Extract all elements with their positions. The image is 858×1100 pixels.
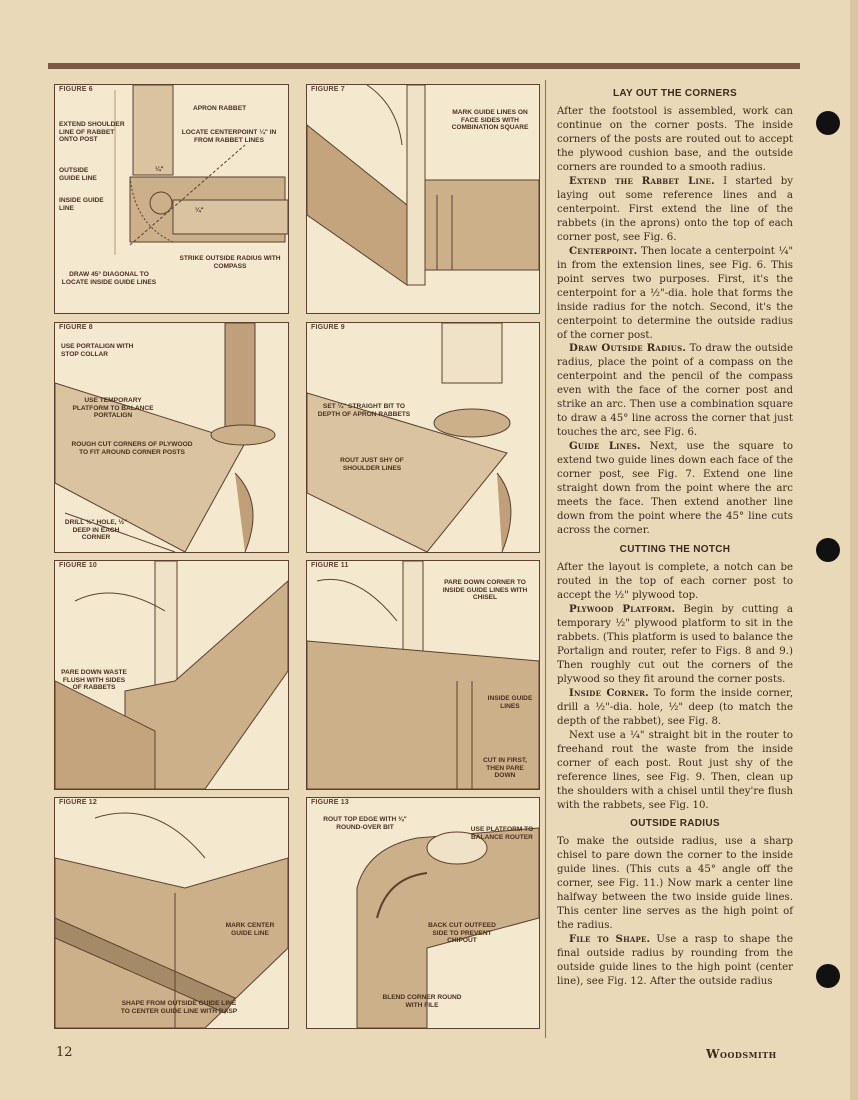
- callout-extend-shoulder: EXTEND SHOULDER LINE OF RABBET ONTO POST: [59, 121, 125, 144]
- figure-6: FIGURE 6 APRON RABBET EXTEND SHOULDER LI…: [54, 84, 289, 314]
- paragraph-guide-lines: Guide Lines. Next, use the square to ext…: [557, 440, 793, 538]
- paragraph-plywood-platform: Plywood Platform. Begin by cutting a tem…: [557, 603, 793, 687]
- paragraph-inside-corner: Inside Corner. To form the inside corner…: [557, 687, 793, 729]
- callout-outside-guide: OUTSIDE GUIDE LINE: [59, 167, 97, 182]
- callout-use-portalign: USE PORTALIGN WITH STOP COLLAR: [61, 343, 134, 358]
- text-extend-rabbet: I started by laying out some reference l…: [557, 175, 793, 243]
- figure-8-label: FIGURE 8: [57, 324, 95, 331]
- callout-shape-rasp: SHAPE FROM OUTSIDE GUIDE LINE TO CENTER …: [120, 1000, 238, 1015]
- runin-plywood-platform: Plywood Platform.: [569, 602, 676, 615]
- callout-back-cut: BACK CUT OUTFEED SIDE TO PREVENT CHIPOUT: [428, 922, 496, 945]
- callout-locate-centerpoint: LOCATE CENTERPOINT ¼" IN FROM RABBET LIN…: [181, 129, 277, 144]
- callout-apron-rabbet: APRON RABBET: [193, 105, 247, 112]
- figure-13-label: FIGURE 13: [309, 799, 351, 806]
- callout-rough-cut: ROUGH CUT CORNERS OF PLYWOOD TO FIT AROU…: [71, 441, 193, 456]
- callout-rout-shy: ROUT JUST SHY OF SHOULDER LINES: [340, 457, 404, 472]
- figure-10-label: FIGURE 10: [57, 562, 99, 569]
- callout-inside-guide-lines: INSIDE GUIDE LINES: [487, 695, 533, 710]
- binder-hole-top: [816, 111, 840, 135]
- figure-10: FIGURE 10 PARE DOWN WASTE FLUSH WITH SID…: [54, 560, 289, 790]
- figure-12-illustration: [55, 812, 288, 1028]
- paragraph-radius-intro: To make the outside radius, use a sharp …: [557, 836, 793, 932]
- callout-temporary-platform: USE TEMPORARY PLATFORM TO BALANCE PORTAL…: [72, 397, 154, 420]
- callout-inside-guide: INSIDE GUIDE LINE: [59, 197, 104, 212]
- callout-drill-hole: DRILL ½" HOLE, ½" DEEP IN EACH CORNER: [64, 519, 128, 542]
- figure-8: FIGURE 8 USE PORTALIGN WITH STOP COLLAR …: [54, 322, 289, 553]
- figure-11: FIGURE 11 PARE DOWN CORNER TO INSIDE GUI…: [306, 560, 540, 790]
- heading-lay-out-corners: LAY OUT THE CORNERS: [612, 88, 738, 99]
- heading-cutting-notch: CUTTING THE NOTCH: [619, 544, 731, 556]
- paragraph-file-to-shape: File to Shape. Use a rasp to shape the f…: [557, 933, 793, 989]
- callout-set-straight-bit: SET ¼" STRAIGHT BIT TO DEPTH OF APRON RA…: [317, 403, 411, 418]
- top-rule: [48, 63, 800, 69]
- figure-12-label: FIGURE 12: [57, 799, 99, 806]
- text-centerpoint: Then locate a centerpoint ¼" in from the…: [557, 245, 793, 341]
- figure-11-label: FIGURE 11: [309, 562, 351, 569]
- heading-outside-radius: OUTSIDE RADIUS: [630, 818, 720, 830]
- runin-draw-radius: Draw Outside Radius.: [569, 342, 687, 355]
- runin-file-to-shape: File to Shape.: [569, 933, 651, 946]
- figure-9: FIGURE 9 SET ¼" STRAIGHT BIT TO DEPTH OF…: [306, 322, 540, 553]
- page-number: 12: [56, 1045, 73, 1060]
- figure-13-illustration: [356, 827, 539, 1028]
- runin-inside-corner: Inside Corner.: [569, 686, 649, 699]
- binder-hole-bottom: [816, 964, 840, 988]
- figure-6-illustration: [114, 85, 288, 255]
- page-edge: [850, 0, 858, 1100]
- figure-10-illustration: [55, 561, 288, 789]
- callout-blend-corner: BLEND CORNER ROUND WITH FILE: [382, 994, 462, 1009]
- runin-centerpoint: Centerpoint.: [569, 244, 638, 257]
- dim-quarter-2: ¼": [195, 207, 204, 214]
- runin-extend-rabbet: Extend the Rabbet Line.: [569, 174, 715, 187]
- callout-draw-diagonal: DRAW 45° DIAGONAL TO LOCATE INSIDE GUIDE…: [61, 271, 157, 286]
- paragraph-straight-bit: Next use a ¼" straight bit in the router…: [557, 729, 793, 811]
- text-inside-corner: To form the inside corner, drill a ½"-di…: [557, 687, 793, 727]
- figure-9-illustration: [307, 323, 512, 552]
- article-text: LAY OUT THE CORNERS After the footstool …: [557, 88, 793, 989]
- figure-13: FIGURE 13 ROUT TOP EDGE WITH ⅜" ROUND-OV…: [306, 797, 540, 1029]
- paragraph-intro: After the footstool is assembled, work c…: [557, 106, 793, 173]
- figure-6-label: FIGURE 6: [57, 86, 95, 93]
- dim-quarter-1: ¼": [155, 166, 164, 173]
- column-divider: [545, 80, 546, 1038]
- figure-11-illustration: [307, 561, 539, 789]
- text-draw-radius: To draw the outside radius, place the po…: [557, 343, 793, 439]
- callout-pare-down-waste: PARE DOWN WASTE FLUSH WITH SIDES OF RABB…: [61, 669, 127, 692]
- paragraph-notch-intro: After the layout is complete, a notch ca…: [557, 562, 793, 601]
- binder-hole-middle: [816, 538, 840, 562]
- figure-7: FIGURE 7 MARK GUIDE LINES ON FACE SIDES …: [306, 84, 540, 314]
- magazine-brand: Woodsmith: [706, 1047, 777, 1061]
- callout-mark-guide-lines: MARK GUIDE LINES ON FACE SIDES WITH COMB…: [451, 109, 529, 132]
- callout-rout-top-edge: ROUT TOP EDGE WITH ⅜" ROUND-OVER BIT: [323, 816, 407, 831]
- runin-guide-lines: Guide Lines.: [569, 440, 641, 453]
- callout-pare-corner: PARE DOWN CORNER TO INSIDE GUIDE LINES W…: [442, 579, 528, 602]
- callout-cut-in-first: CUT IN FIRST, THEN PARE DOWN: [483, 757, 527, 780]
- callout-use-platform: USE PLATFORM TO BALANCE ROUTER: [470, 826, 534, 841]
- paragraph-centerpoint: Centerpoint. Then locate a centerpoint ¼…: [557, 245, 793, 343]
- text-guide-lines: Next, use the square to extend two guide…: [557, 441, 793, 537]
- figure-8-illustration: [55, 323, 276, 552]
- callout-strike-radius: STRIKE OUTSIDE RADIUS WITH COMPASS: [179, 255, 281, 270]
- figure-12: FIGURE 12 MARK CENTER GUIDE LINE SHAPE F…: [54, 797, 289, 1029]
- text-file-to-shape: Use a rasp to shape the final outside ra…: [557, 934, 793, 988]
- paragraph-extend-rabbet: Extend the Rabbet Line. I started by lay…: [557, 175, 793, 245]
- text-plywood-platform: Begin by cutting a temporary ½" plywood …: [557, 603, 793, 685]
- figure-9-label: FIGURE 9: [309, 324, 347, 331]
- paragraph-outside-radius: Draw Outside Radius. To draw the outside…: [557, 342, 793, 440]
- callout-mark-center: MARK CENTER GUIDE LINE: [225, 922, 275, 937]
- figure-7-illustration: [307, 85, 539, 286]
- figure-7-label: FIGURE 7: [309, 86, 347, 93]
